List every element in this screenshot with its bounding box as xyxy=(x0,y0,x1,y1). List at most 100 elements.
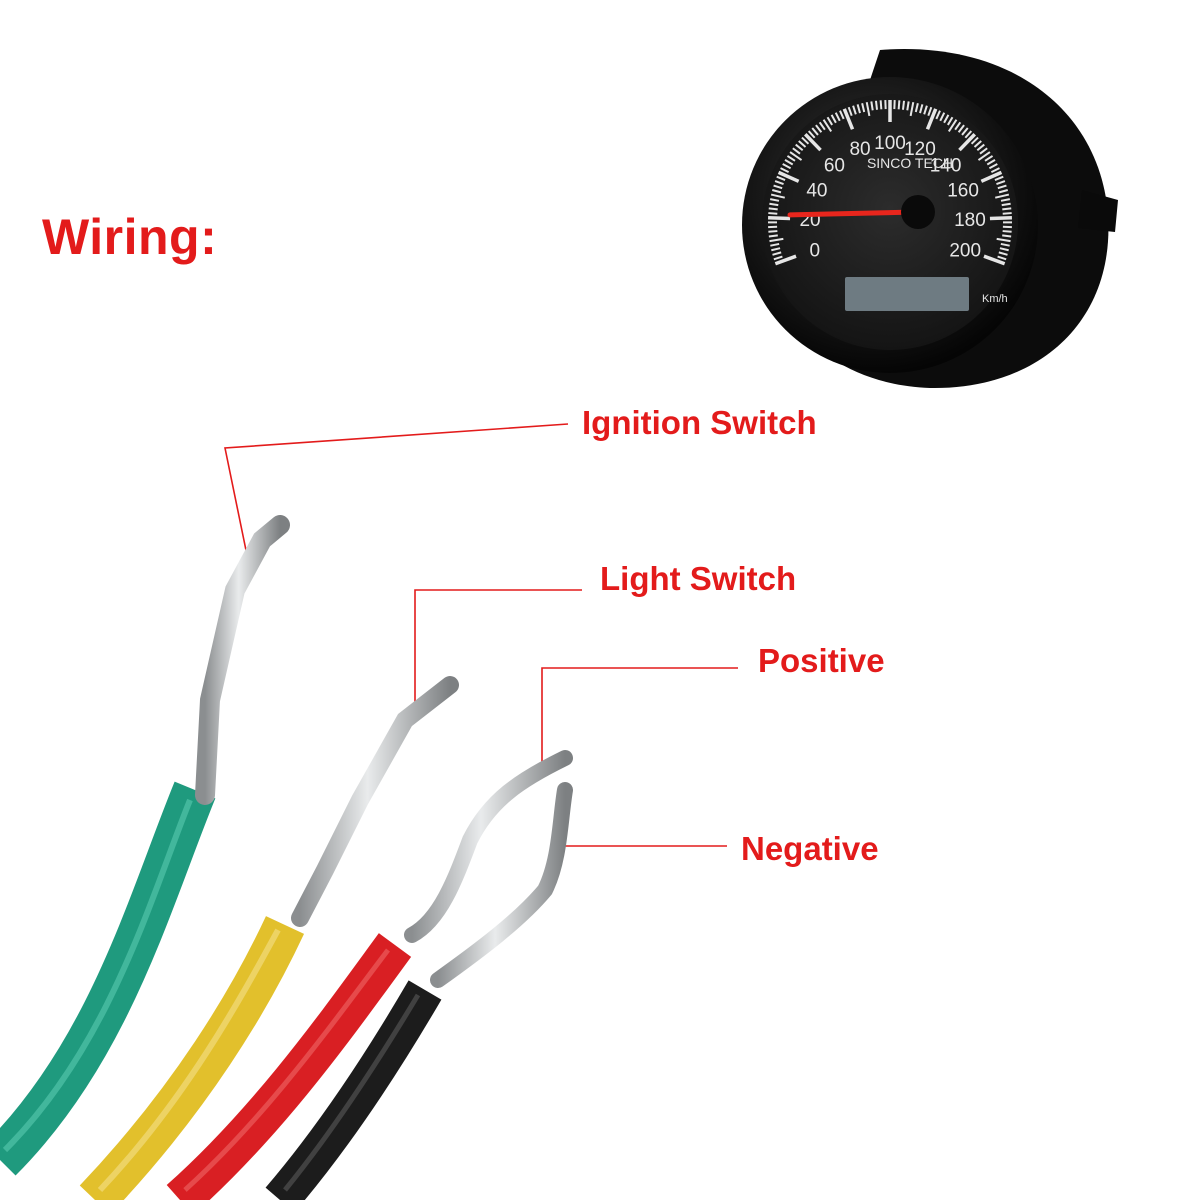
needle-hub xyxy=(901,195,935,229)
scale-tick xyxy=(994,175,1004,181)
gauge-needle xyxy=(787,209,921,218)
black-insulation xyxy=(265,980,442,1200)
scale-tick xyxy=(999,247,1009,252)
scale-tick xyxy=(861,102,866,113)
scale-tick xyxy=(947,116,954,126)
scale-number: 100 xyxy=(874,133,906,154)
scale-number: 40 xyxy=(806,180,827,201)
scale-tick xyxy=(977,151,991,161)
scale-tick xyxy=(769,198,780,202)
negative-label: Negative xyxy=(741,830,879,867)
scale-tick xyxy=(774,180,784,186)
scale-tick xyxy=(996,180,1006,186)
scale-tick xyxy=(768,230,778,233)
scale-tick xyxy=(947,119,958,132)
scale-tick xyxy=(964,130,973,139)
scale-ticks xyxy=(767,100,1013,266)
scale-tick xyxy=(865,102,871,117)
scale-tick xyxy=(997,255,1007,261)
scale-tick xyxy=(906,101,910,111)
scale-number: 200 xyxy=(949,240,981,261)
scale-tick xyxy=(989,215,1012,221)
scale-tick xyxy=(771,247,781,252)
yellow-insulation-shine xyxy=(97,928,281,1193)
positive-label: Positive xyxy=(758,642,885,679)
scale-tick xyxy=(847,106,853,117)
scale-tick xyxy=(958,133,977,152)
scale-tick xyxy=(901,100,906,110)
scale-tick xyxy=(774,254,797,266)
red-insulation xyxy=(166,933,412,1200)
scale-tick xyxy=(996,237,1011,243)
scale-tick xyxy=(979,147,988,155)
scale-number: 140 xyxy=(930,155,962,176)
mounting-bracket xyxy=(1078,190,1118,232)
scale-tick xyxy=(789,151,803,161)
scale-tick xyxy=(984,155,994,162)
scale-tick xyxy=(995,193,1010,199)
digital-display xyxy=(845,277,969,311)
leader-line-positive xyxy=(541,667,738,762)
scale-tick xyxy=(780,167,790,174)
negative-conductor xyxy=(430,782,573,988)
scale-tick xyxy=(983,254,1006,266)
leader-line-ignition xyxy=(224,423,569,561)
scale-tick xyxy=(874,100,879,110)
scale-tick xyxy=(773,255,783,261)
scale-tick xyxy=(870,101,874,111)
scale-tick xyxy=(998,189,1008,194)
light-switch-label: Light Switch xyxy=(600,560,797,597)
scale-tick xyxy=(772,251,782,256)
scale-tick xyxy=(980,170,1003,183)
yellow-insulation xyxy=(79,916,305,1200)
scale-tick xyxy=(768,212,778,215)
scale-tick xyxy=(839,110,845,120)
scale-tick xyxy=(923,105,928,115)
scale-number: 60 xyxy=(824,155,845,176)
scale-number: 120 xyxy=(904,139,936,160)
scale-number: 160 xyxy=(947,180,979,201)
scale-tick xyxy=(1001,202,1011,207)
scale-number: 0 xyxy=(810,240,821,261)
scale-tick xyxy=(826,116,833,126)
scale-tick xyxy=(943,114,950,124)
scale-tick xyxy=(842,108,855,130)
scale-tick xyxy=(957,124,965,133)
scale-tick xyxy=(784,159,794,166)
scale-tick xyxy=(768,207,778,211)
scale-tick xyxy=(988,163,998,170)
scale-tick xyxy=(815,124,823,133)
scale-tick xyxy=(856,104,861,114)
leader-lines xyxy=(224,423,738,847)
scale-tick xyxy=(1002,230,1012,233)
scale-number: 80 xyxy=(849,139,870,160)
scale-tick xyxy=(1002,207,1012,211)
scale-tick xyxy=(919,104,924,114)
red-insulation-shine xyxy=(183,948,390,1192)
scale-tick xyxy=(773,184,783,190)
scale-tick xyxy=(1002,212,1012,215)
wire-ignition xyxy=(0,515,290,1176)
scale-tick xyxy=(961,127,969,136)
scale-tick xyxy=(795,143,804,152)
scale-tick xyxy=(897,100,901,110)
scale-tick xyxy=(852,105,857,115)
wire-bundle xyxy=(0,515,573,1200)
scale-tick xyxy=(935,110,941,120)
wire-negative xyxy=(265,782,573,1200)
green-insulation-shine xyxy=(2,798,193,1153)
scale-tick xyxy=(973,140,982,148)
scale-tick xyxy=(927,106,933,117)
scale-tick xyxy=(798,140,807,148)
scale-tick xyxy=(1000,242,1010,247)
scale-tick xyxy=(990,167,1000,174)
leader-line-light xyxy=(414,589,582,702)
positive-conductor xyxy=(404,750,573,943)
scale-tick xyxy=(986,159,996,166)
ignition-switch-label: Ignition Switch xyxy=(582,404,817,441)
scale-tick xyxy=(769,237,784,243)
page-title: Wiring: xyxy=(42,209,218,265)
light-conductor xyxy=(291,676,459,927)
